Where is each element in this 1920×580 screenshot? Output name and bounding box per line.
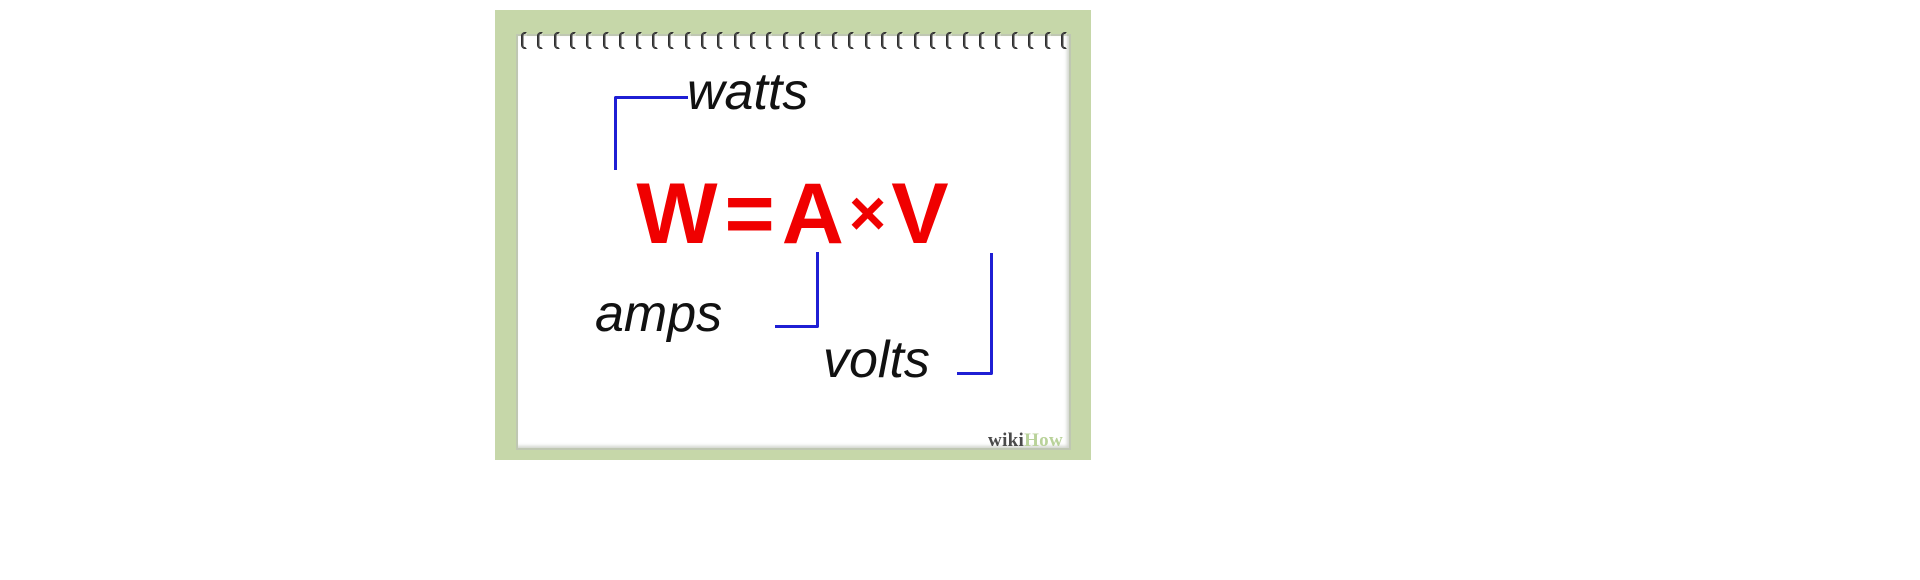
annotation-label-volts: volts <box>823 331 930 389</box>
annotation-label-amps: amps <box>595 285 723 343</box>
wikihow-watermark: wikiHow <box>988 430 1063 452</box>
equation-term-volts: V <box>891 166 950 262</box>
watermark-wiki-text: wiki <box>988 430 1025 451</box>
equation-equals-sign: = <box>724 166 776 262</box>
equation-term-amps: A <box>781 166 845 262</box>
leader-line-volts <box>957 253 993 375</box>
equation-term-watts: W <box>636 166 719 262</box>
annotation-label-watts: watts <box>687 63 809 121</box>
power-equation: W=A×V <box>495 165 1091 262</box>
watermark-how-text: How <box>1024 430 1063 451</box>
equation-multiply-sign: × <box>848 177 888 249</box>
leader-line-watts <box>614 96 688 170</box>
leader-line-amps <box>775 252 819 328</box>
notepad-page <box>518 36 1069 448</box>
notepad-frame: W=A×V watts amps volts wikiHow <box>495 10 1091 460</box>
